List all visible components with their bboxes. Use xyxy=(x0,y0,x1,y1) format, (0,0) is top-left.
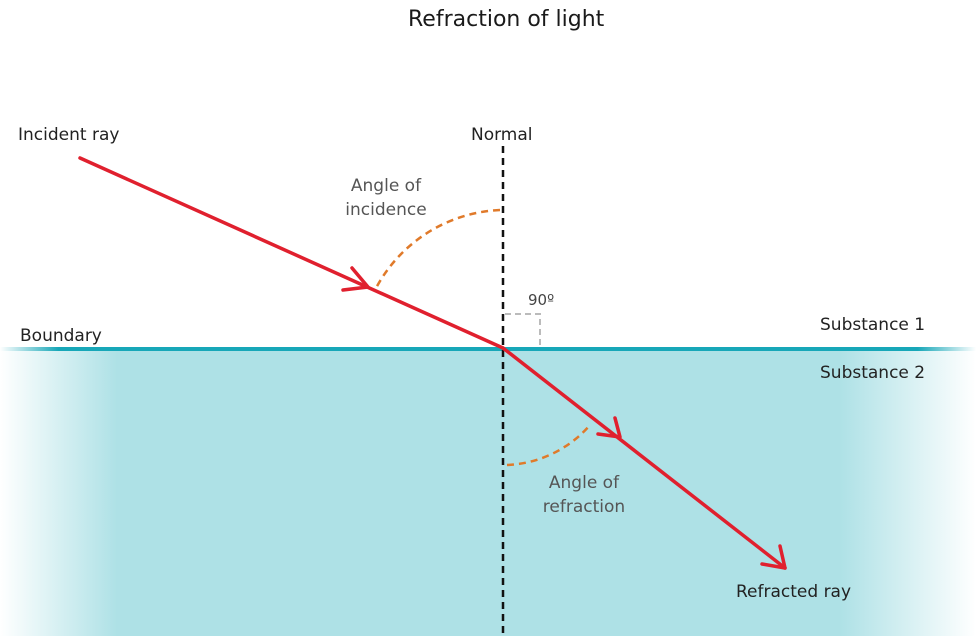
incident-ray-arrowhead xyxy=(341,266,370,292)
angle-of-incidence-arc xyxy=(373,208,501,291)
angle-of-incidence-label: Angle of incidence xyxy=(336,174,436,222)
right-angle-label: 90º xyxy=(528,291,555,309)
substance-1-label: Substance 1 xyxy=(820,315,926,335)
refracted-ray-arrowhead xyxy=(760,544,787,570)
angle-of-refraction-label: Angle of refraction xyxy=(534,471,634,519)
angle-of-incidence-line-2: incidence xyxy=(345,200,427,220)
boundary-label: Boundary xyxy=(20,326,102,346)
right-angle-marker xyxy=(505,313,541,347)
angle-of-refraction-arc xyxy=(506,424,591,467)
refracted-ray xyxy=(501,346,787,570)
incident-ray xyxy=(78,156,505,350)
refracted-ray-label: Refracted ray xyxy=(736,582,852,602)
substance-2-region xyxy=(0,349,976,636)
angle-of-refraction-line-1: Angle of xyxy=(548,473,620,493)
incident-ray-label: Incident ray xyxy=(18,125,120,145)
normal-label: Normal xyxy=(471,125,533,145)
angle-of-incidence-line-1: Angle of xyxy=(350,176,422,196)
refracted-ray-midarrow xyxy=(596,416,622,439)
substance-2-label: Substance 2 xyxy=(820,363,926,383)
diagram-title: Refraction of light xyxy=(408,7,605,32)
boundary-line xyxy=(0,347,976,351)
angle-of-refraction-line-2: refraction xyxy=(542,497,626,517)
